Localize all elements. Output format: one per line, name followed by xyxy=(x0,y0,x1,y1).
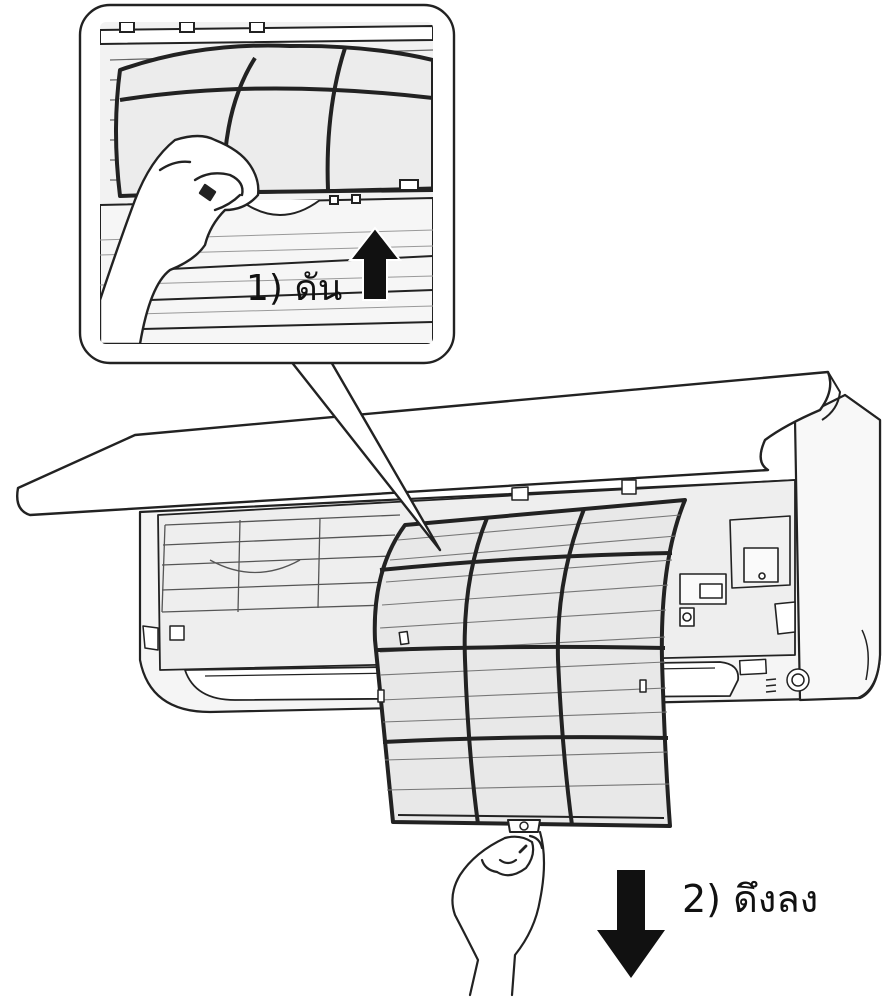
step-2-label: 2) ดึงลง xyxy=(682,877,818,921)
inset-closeup: 1) ดัน xyxy=(78,3,456,365)
air-filter xyxy=(372,498,687,833)
display-panel xyxy=(738,658,810,693)
filter-mesh-lines xyxy=(379,514,681,791)
callout-pointer xyxy=(289,359,442,552)
arrow-down-icon xyxy=(597,870,665,978)
step-1-label: 1) ดัน xyxy=(246,268,342,309)
left-latches xyxy=(142,625,185,651)
filter-frame xyxy=(372,498,687,828)
front-panel xyxy=(16,370,832,517)
hinges xyxy=(511,479,637,501)
heat-exchanger xyxy=(161,514,401,613)
right-compartment xyxy=(679,515,796,635)
hand-pushing-icon xyxy=(100,134,260,344)
filter-ribs xyxy=(376,508,673,826)
hand-pulling-icon xyxy=(451,830,546,997)
arrow-up-icon xyxy=(347,226,403,301)
unit-right-side xyxy=(793,393,882,702)
